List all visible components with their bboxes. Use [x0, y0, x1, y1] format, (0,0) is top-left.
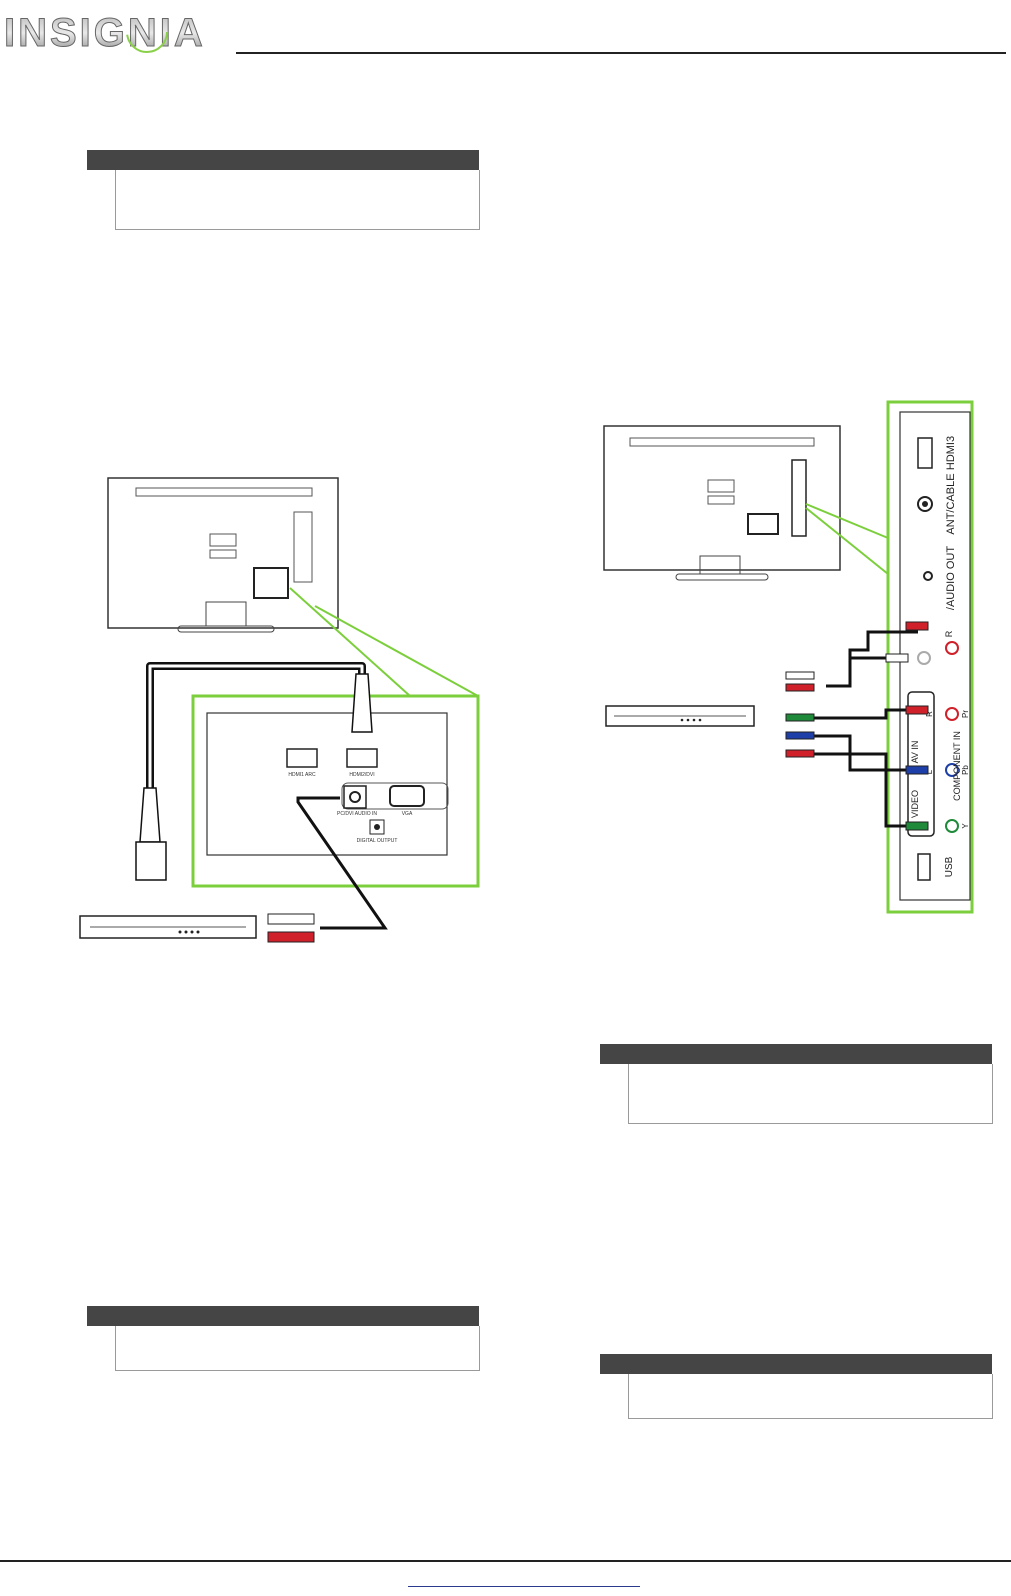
ant-cable-label: ANT/CABLE [945, 473, 957, 534]
ant-cable-port [922, 501, 928, 507]
tv-back-illustration [603, 425, 841, 581]
panel-highlight-frame [191, 694, 480, 888]
rca-white-plug [785, 671, 815, 680]
note-box-1 [87, 150, 480, 230]
header-rule [236, 52, 1006, 54]
usb-port [917, 853, 931, 881]
pb-label: Pb [961, 765, 970, 775]
hdmi1-label: HDMI1 ARC [288, 772, 316, 778]
rca-white-plug [267, 913, 315, 925]
digital-output-label: DIGITAL OUTPUT [357, 838, 398, 844]
rca-red-plug [785, 683, 815, 692]
hdmi-connection-diagram: HDMI1 ARC HDMI2/DVI PC/DVI AUDIO IN VGA … [79, 477, 480, 943]
video-label: VIDEO [910, 790, 920, 818]
connection-panel [206, 712, 448, 856]
audio-r-jack [945, 641, 959, 655]
pr-jack [945, 707, 959, 721]
audio-r-label: R [944, 630, 954, 637]
vga-port [389, 785, 425, 807]
component-blue-plug [785, 731, 815, 740]
audio-l-jack [917, 651, 931, 665]
dvd-player-illustration [79, 915, 257, 939]
note-header-bar [87, 150, 479, 170]
component-in-label: COMPONENT IN [952, 731, 962, 801]
note-header-bar [87, 1306, 479, 1326]
hdmi2-label: HDMI2/DVI [349, 772, 374, 778]
footer-link-underline[interactable] [408, 1586, 640, 1587]
comp-r-label: R [925, 711, 934, 717]
audio-out-port [923, 571, 933, 581]
component-green-plug [785, 713, 815, 722]
footer-rule [0, 1560, 1011, 1562]
vga-label: VGA [402, 811, 413, 817]
hdmi2-port [346, 748, 378, 768]
pb-jack [945, 763, 959, 777]
component-connection-diagram: HDMI3 ANT/CABLE /AUDIO OUT R Pr Pb Y COM… [603, 400, 974, 914]
pc-audio-jack [349, 791, 361, 803]
note-header-bar [600, 1354, 992, 1374]
note-box-3 [600, 1044, 993, 1124]
usb-label: USB [944, 856, 955, 877]
note-box-4 [600, 1354, 993, 1419]
pr-label: Pr [961, 710, 970, 718]
hdmi3-port [917, 437, 933, 469]
note-box-2 [87, 1306, 480, 1371]
tv-back-illustration [107, 477, 339, 633]
svg-text:INSIGNIA: INSIGNIA [4, 11, 206, 54]
pc-audio-label: PC/DVI AUDIO IN [337, 811, 377, 817]
hdmi3-label: HDMI3 [945, 436, 957, 470]
y-label: Y [961, 823, 970, 829]
comp-l-label: L [925, 769, 934, 774]
component-red-plug [785, 749, 815, 758]
insignia-logo: INSIGNIA [4, 11, 206, 55]
y-jack [945, 819, 959, 833]
hdmi1-port [286, 748, 318, 768]
rca-red-plug [267, 931, 315, 943]
digital-output-port [374, 824, 380, 830]
audio-out-label: /AUDIO OUT [945, 546, 957, 610]
av-in-label: AV IN [910, 741, 920, 764]
note-header-bar [600, 1044, 992, 1064]
dvd-player-illustration [605, 705, 755, 727]
